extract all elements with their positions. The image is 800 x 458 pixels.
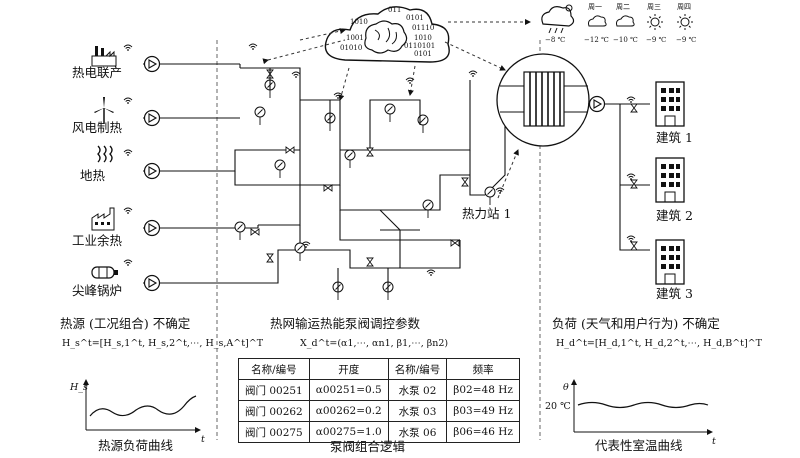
right-caption-title: 负荷 (天气和用户行为) 不确定 — [552, 316, 720, 331]
table-cell: β03=49 Hz — [446, 400, 520, 422]
boiler-icon — [91, 266, 118, 279]
valves — [250, 69, 514, 267]
forecast-temp-2: −10 ℃ — [613, 36, 638, 44]
right-plot-ytick: 20 ℃ — [545, 401, 571, 412]
cloud-rain-icon — [541, 4, 575, 34]
middle-caption-title: 热网输运热能泵阀调控参数 — [270, 316, 421, 331]
table-cell: α00275=1.0 — [308, 421, 389, 443]
heat-station-label: 热力站 1 — [462, 206, 511, 221]
table-cell: α00262=0.2 — [308, 400, 389, 422]
binary-digits: 1010 — [414, 34, 432, 42]
today-temp: −8 ℃ — [545, 36, 566, 44]
cloud-brain-icon — [324, 6, 450, 63]
table-cell: 水泵 02 — [387, 379, 448, 401]
left-plot-caption: 热源负荷曲线 — [98, 438, 174, 453]
table-cell: 阀门 00251 — [238, 379, 310, 401]
wind-turbine-icon — [94, 97, 114, 124]
factory-icon — [91, 207, 115, 231]
source-label-geothermal: 地热 — [80, 168, 106, 183]
source-label-industrial: 工业余热 — [72, 233, 123, 248]
binary-digits: 011 — [388, 6, 401, 14]
left-plot-ylabel: H_s — [69, 382, 88, 393]
left-caption-formula: H_s^t=[H_s,1^t, H_s,2^t,⋯, H_s,A^t]^T — [62, 338, 264, 349]
binary-digits: 01010 — [340, 44, 362, 52]
pump-valve-table: 名称/编号 开度 名称/编号 频率 阀门 00251 α00251=0.5 水泵… — [238, 358, 520, 443]
right-plot-ylabel: θ — [563, 382, 569, 393]
forecast-sun-icon-2 — [677, 14, 693, 30]
geothermal-icon — [97, 145, 113, 163]
forecast-cloud-icon — [588, 15, 607, 27]
source-load-plot — [83, 379, 201, 433]
table-header: 名称/编号 — [238, 358, 310, 380]
table-row: 阀门 00262 α00262=0.2 水泵 03 β03=49 Hz — [238, 400, 520, 422]
table-cell: 阀门 00275 — [238, 421, 310, 443]
source-label-chp: 热电联产 — [72, 65, 122, 80]
forecast-temp-3: −9 ℃ — [646, 36, 667, 44]
left-plot-xlabel: t — [201, 434, 205, 445]
forecast-day-4: 周四 — [677, 3, 691, 11]
forecast-cloud-icon-2 — [616, 15, 635, 27]
table-cell: α00251=0.5 — [308, 379, 389, 401]
source-label-wind: 风电制热 — [72, 120, 123, 135]
forecast-temp-4: −9 ℃ — [676, 36, 697, 44]
heat-network-pipes — [210, 67, 506, 284]
binary-digits: 0101 — [414, 50, 432, 58]
forecast-day-2: 周二 — [616, 3, 630, 11]
binary-digits: 01110 — [412, 24, 434, 32]
forecast-temp-1: −12 ℃ — [584, 36, 609, 44]
forecast-day-3: 周三 — [647, 3, 661, 11]
table-cell: 阀门 00262 — [238, 400, 310, 422]
binary-digits: 0110101 — [404, 42, 435, 50]
table-row: 阀门 00251 α00251=0.5 水泵 02 β02=48 Hz — [238, 379, 520, 401]
forecast-sun-icon — [647, 14, 663, 30]
forecast-day-1: 周一 — [588, 3, 602, 11]
table-caption: 泵阀组合逻辑 — [330, 439, 405, 454]
building-icon-2 — [655, 157, 685, 203]
table-header: 开度 — [308, 358, 389, 380]
table-header: 频率 — [446, 358, 520, 380]
secondary-pipes — [588, 95, 650, 251]
building-icon-3 — [655, 239, 685, 285]
right-plot-caption: 代表性室温曲线 — [595, 438, 683, 453]
middle-caption-formula: X_d^t=(α1,⋯, αn1, β1,⋯, βn2) — [300, 338, 448, 349]
sensors — [234, 79, 496, 301]
heat-station-icon — [496, 53, 590, 147]
table-cell: 水泵 06 — [387, 421, 448, 443]
table-cell: β02=48 Hz — [446, 379, 520, 401]
building-icon-1 — [655, 81, 685, 127]
chp-plant-icon — [91, 46, 117, 67]
building-label-3: 建筑 3 — [656, 286, 693, 301]
building-label-2: 建筑 2 — [656, 208, 693, 223]
cloud-links — [262, 19, 531, 199]
table-cell: β06=46 Hz — [446, 421, 520, 443]
room-temp-plot — [571, 379, 713, 435]
table-cell: 水泵 03 — [387, 400, 448, 422]
table-row: 阀门 00275 α00275=1.0 水泵 06 β06=46 Hz — [238, 421, 520, 443]
sensor-stubs — [269, 68, 421, 292]
binary-digits: 1010 — [350, 18, 368, 26]
source-label-boiler: 尖峰锅炉 — [72, 283, 122, 298]
binary-digits: 1001 — [346, 34, 364, 42]
building-label-1: 建筑 1 — [656, 130, 693, 145]
left-caption-title: 热源 (工况组合) 不确定 — [60, 316, 190, 331]
table-header: 名称/编号 — [387, 358, 448, 380]
binary-digits: 0101 — [406, 14, 424, 22]
table-header-row: 名称/编号 开度 名称/编号 频率 — [238, 358, 520, 380]
source-pumps — [143, 55, 260, 292]
right-caption-formula: H_d^t=[H_d,1^t, H_d,2^t,⋯, H_d,B^t]^T — [556, 338, 763, 349]
right-plot-xlabel: t — [712, 436, 716, 447]
